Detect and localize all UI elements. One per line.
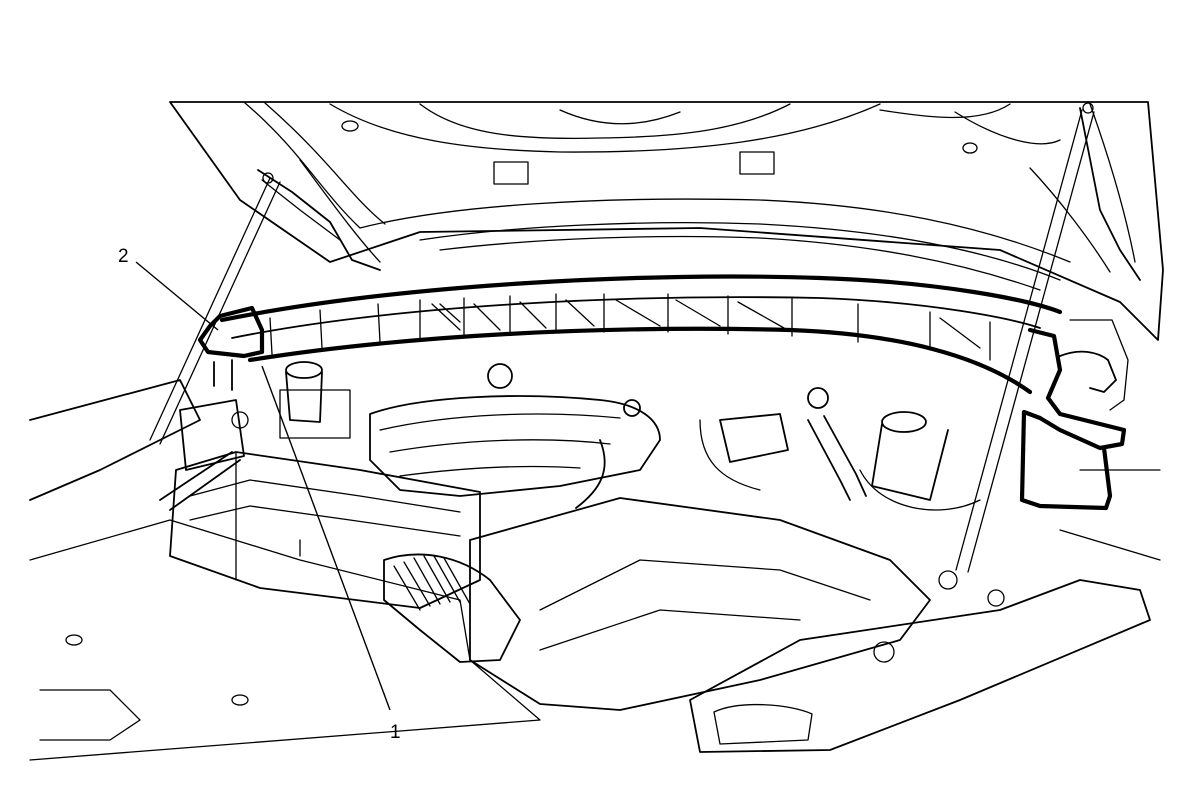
air-cleaner-housing [169, 451, 481, 609]
washer-reservoir [179, 399, 249, 471]
callout-1-label: 1 [390, 722, 401, 743]
brake-fluid-reservoir [279, 361, 351, 439]
intake-duct [383, 553, 521, 663]
hood [169, 101, 1164, 341]
coolant-reservoir [859, 411, 981, 511]
hood-strut-right [938, 102, 1141, 590]
seal-end-right [1019, 319, 1129, 511]
hoses [159, 415, 867, 511]
hood-strut-left [149, 169, 381, 445]
right-fender [689, 469, 1161, 753]
cowl-vents [269, 293, 991, 361]
callout-2-leader [135, 261, 219, 331]
left-fender [29, 379, 541, 761]
seal-end-left [197, 305, 265, 391]
throttle-body [487, 363, 829, 509]
callout-2-label: 2 [118, 246, 129, 267]
cowl-panel [219, 274, 1063, 395]
air-box [469, 497, 931, 711]
callout-1-leader [261, 365, 391, 711]
engine-cover [369, 395, 661, 497]
